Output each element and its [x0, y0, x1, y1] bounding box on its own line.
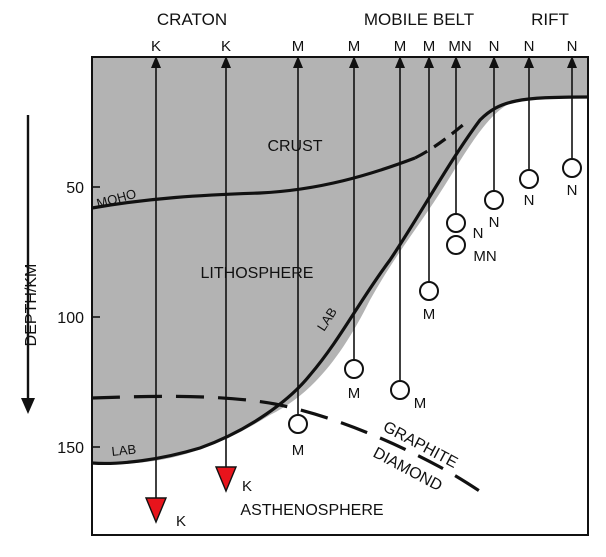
source-circle-n2	[519, 169, 539, 189]
lithosphere-region	[92, 57, 588, 464]
depth-tick-label: 50	[66, 180, 84, 197]
source-circle-n-upper	[446, 213, 466, 233]
arrow-up-icon	[524, 56, 534, 68]
bottom-code: K	[242, 478, 252, 495]
arrow-up-icon	[489, 56, 499, 68]
bottom-code: N	[489, 214, 500, 231]
bottom-code: N	[473, 225, 484, 242]
arrow-up-icon	[424, 56, 434, 68]
label-asthenosphere: ASTHENOSPHERE	[240, 502, 383, 519]
top-code: K	[221, 38, 231, 55]
bottom-code: N	[567, 182, 578, 199]
top-code: N	[489, 38, 500, 55]
top-code: N	[567, 38, 578, 55]
kimberlite-marker-2	[214, 466, 238, 493]
bottom-code: M	[292, 442, 305, 459]
depth-tick-label: 100	[57, 310, 84, 327]
bottom-code: M	[348, 385, 361, 402]
source-circles	[288, 158, 582, 434]
label-crust: CRUST	[267, 138, 322, 155]
top-code: M	[348, 38, 361, 55]
header-craton: CRATON	[157, 10, 227, 29]
depth-axis-label: DEPTH/KM	[23, 264, 40, 347]
kimberlite-markers	[144, 466, 238, 524]
source-circle-m1	[288, 414, 308, 434]
source-circle-n3	[562, 158, 582, 178]
diagram-frame	[91, 56, 589, 536]
depth-tick-label: 150	[57, 440, 84, 457]
top-code: MN	[448, 38, 471, 55]
source-circle-m2	[344, 359, 364, 379]
arrow-up-icon	[349, 56, 359, 68]
bottom-code: M	[423, 306, 436, 323]
top-code: N	[524, 38, 535, 55]
arrow-up-icon	[567, 56, 577, 68]
bottom-code: M	[414, 395, 427, 412]
lab-boundary	[91, 95, 589, 465]
graphite-diamond-boundary	[91, 394, 488, 498]
arrow-down-icon	[21, 398, 35, 414]
arrow-up-icon	[151, 56, 161, 68]
moho-dashed-line	[414, 122, 466, 160]
arrow-up-icon	[293, 56, 303, 68]
moho-line	[91, 156, 416, 210]
kimberlite-marker-1	[144, 497, 168, 524]
header-mobile-belt: MOBILE BELT	[364, 10, 474, 29]
source-circle-mn	[446, 235, 466, 255]
bottom-code: N	[524, 192, 535, 209]
top-codes: K K M M M M MN N N N	[151, 38, 577, 55]
header-rift: RIFT	[531, 10, 569, 29]
bottom-code: MN	[473, 248, 496, 265]
arrow-up-icon	[395, 56, 405, 68]
bottom-codes: K K M M M M N MN N N N	[176, 182, 577, 530]
source-circle-n1	[484, 190, 504, 210]
top-code: K	[151, 38, 161, 55]
top-code: M	[394, 38, 407, 55]
ascent-paths	[155, 66, 573, 500]
source-circle-m4	[419, 281, 439, 301]
source-circle-m3	[390, 380, 410, 400]
arrow-up-icon	[451, 56, 461, 68]
depth-ticks	[92, 186, 100, 448]
arrow-up-icon	[221, 56, 231, 68]
arrow-heads	[151, 56, 577, 68]
bottom-code: K	[176, 513, 186, 530]
label-lithosphere: LITHOSPHERE	[201, 265, 314, 282]
label-lab-base: LAB	[111, 441, 137, 458]
top-code: M	[423, 38, 436, 55]
top-code: M	[292, 38, 305, 55]
